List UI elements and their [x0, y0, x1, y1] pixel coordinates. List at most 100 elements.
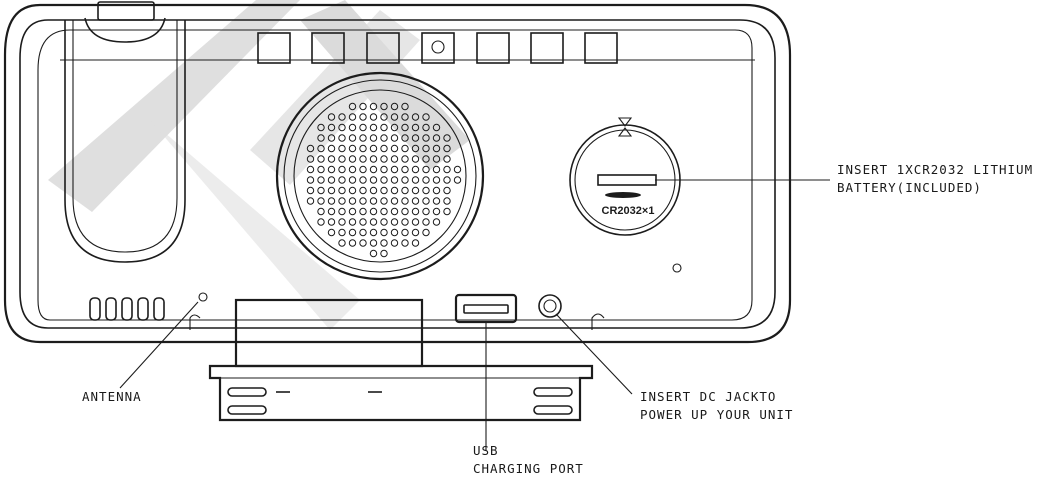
speaker-hole	[359, 155, 367, 163]
usb-callout-line1: USB	[473, 443, 499, 458]
speaker-hole	[411, 134, 420, 142]
speaker-hole	[401, 165, 409, 174]
usb-callout-line2: CHARGING PORT	[473, 461, 584, 476]
speaker-hole	[338, 218, 346, 226]
speaker-hole	[369, 134, 378, 142]
speaker-hole	[369, 113, 378, 121]
speaker-hole	[359, 113, 367, 121]
speaker-hole	[422, 228, 430, 237]
speaker-hole	[327, 218, 336, 226]
speaker-hole	[380, 186, 388, 195]
speaker-hole	[348, 228, 357, 237]
speaker-hole	[411, 207, 420, 216]
speaker-hole	[369, 228, 378, 237]
speaker-hole	[390, 207, 399, 216]
speaker-hole	[348, 239, 357, 247]
speaker-hole	[432, 165, 441, 174]
speaker-hole	[380, 134, 388, 142]
speaker-hole	[411, 123, 420, 132]
speaker-hole	[380, 144, 388, 153]
speaker-hole	[338, 207, 346, 216]
speaker-hole	[401, 186, 409, 195]
battery-callout-line1: INSERT 1XCR2032 LITHIUM	[837, 162, 1034, 177]
speaker-hole	[401, 113, 409, 121]
antenna-leader	[119, 301, 199, 389]
speaker-hole	[422, 155, 430, 163]
speaker-hole	[380, 102, 388, 111]
speaker-hole	[369, 249, 378, 258]
speaker-hole	[411, 176, 420, 184]
speaker-hole	[369, 155, 378, 163]
usb-port	[454, 293, 518, 324]
dc-jack-callout: INSERT DC JACKTO POWER UP YOUR UNIT	[640, 388, 793, 424]
speaker-hole	[453, 165, 462, 174]
speaker-hole	[369, 218, 378, 226]
speaker-hole	[390, 186, 399, 195]
speaker-hole	[338, 155, 346, 163]
speaker-hole	[327, 134, 336, 142]
speaker-hole	[443, 197, 451, 205]
battery-callout: INSERT 1XCR2032 LITHIUM BATTERY(INCLUDED…	[837, 161, 1033, 197]
speaker-hole	[317, 218, 325, 226]
speaker-hole	[401, 228, 409, 237]
speaker-hole	[411, 228, 420, 237]
speaker-hole	[422, 186, 430, 195]
speaker-hole	[369, 207, 378, 216]
speaker-hole	[327, 155, 336, 163]
speaker-hole	[306, 176, 315, 184]
speaker-hole	[390, 165, 399, 174]
speaker-hole	[348, 197, 357, 205]
speaker-hole	[327, 123, 336, 132]
speaker-hole	[338, 113, 346, 121]
speaker-hole	[348, 134, 357, 142]
speaker-hole	[411, 218, 420, 226]
speaker-hole	[369, 165, 378, 174]
speaker-hole	[338, 176, 346, 184]
speaker-hole	[432, 123, 441, 132]
speaker-hole	[348, 113, 357, 121]
speaker-hole	[306, 165, 315, 174]
speaker-hole	[380, 165, 388, 174]
top-buttons	[257, 32, 618, 64]
speaker-hole	[327, 186, 336, 195]
speaker-hole	[327, 197, 336, 205]
speaker-hole	[401, 155, 409, 163]
speaker-hole	[327, 165, 336, 174]
speaker-hole	[306, 197, 315, 205]
speaker-hole	[306, 155, 315, 163]
speaker-hole	[380, 228, 388, 237]
speaker-hole	[380, 155, 388, 163]
speaker-hole	[401, 102, 409, 111]
speaker-hole	[422, 113, 430, 121]
speaker-hole	[422, 218, 430, 226]
speaker-hole	[380, 207, 388, 216]
speaker-hole	[369, 239, 378, 247]
battery-callout-line2: BATTERY(INCLUDED)	[837, 180, 982, 195]
battery-compartment: CR2032×1	[569, 117, 682, 273]
speaker-hole	[327, 113, 336, 121]
speaker-hole	[411, 165, 420, 174]
speaker-hole	[359, 134, 367, 142]
speaker-hole	[380, 218, 388, 226]
speaker-hole	[380, 249, 388, 258]
speaker-hole	[338, 134, 346, 142]
speaker-hole	[348, 155, 357, 163]
watermark	[48, 0, 470, 330]
speaker-hole	[338, 186, 346, 195]
battery-marking: CR2032×1	[602, 205, 655, 217]
speaker-hole	[390, 113, 399, 121]
speaker-hole	[390, 197, 399, 205]
left-clip	[64, 1, 186, 263]
speaker-hole	[443, 134, 451, 142]
speaker-hole	[390, 102, 399, 111]
speaker-hole	[317, 134, 325, 142]
speaker-hole	[369, 144, 378, 153]
speaker-hole	[359, 144, 367, 153]
speaker-hole	[411, 155, 420, 163]
speaker-hole	[348, 102, 357, 111]
speaker-hole	[432, 218, 441, 226]
usb-callout: USB CHARGING PORT	[473, 442, 584, 478]
speaker-hole	[422, 165, 430, 174]
